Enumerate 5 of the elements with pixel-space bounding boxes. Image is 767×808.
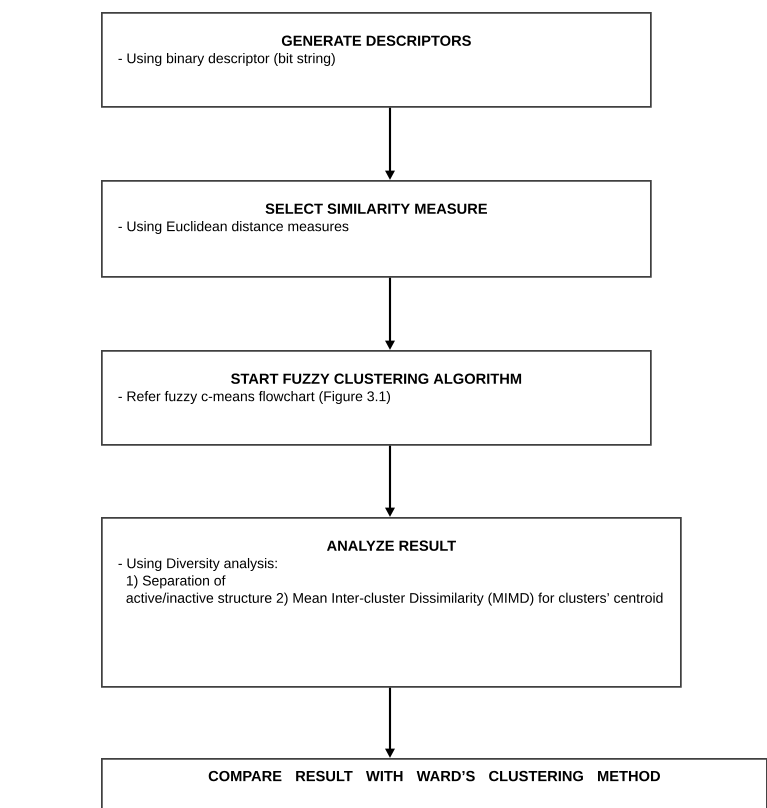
- process-box: SELECT SIMILARITY MEASURE - Using Euclidean distance measures: [101, 180, 652, 278]
- process-box: START FUZZY CLUSTERING ALGORITHM - Refer fuzzy c-means flowchart (Figure 3.1): [101, 350, 652, 446]
- process-box: COMPARE RESULT WITH WARD’S CLUSTERING METHOD: [101, 758, 767, 808]
- process-box: GENERATE DESCRIPTORS - Using binary descriptor (bit string): [101, 12, 652, 108]
- process-box: ANALYZE RESULT - Using Diversity analysis: 1) Separation of active/inactive structure 2) Mean Inter-cluster Dissimilarity (MIMD) for clusters’ centroid: [101, 517, 682, 688]
